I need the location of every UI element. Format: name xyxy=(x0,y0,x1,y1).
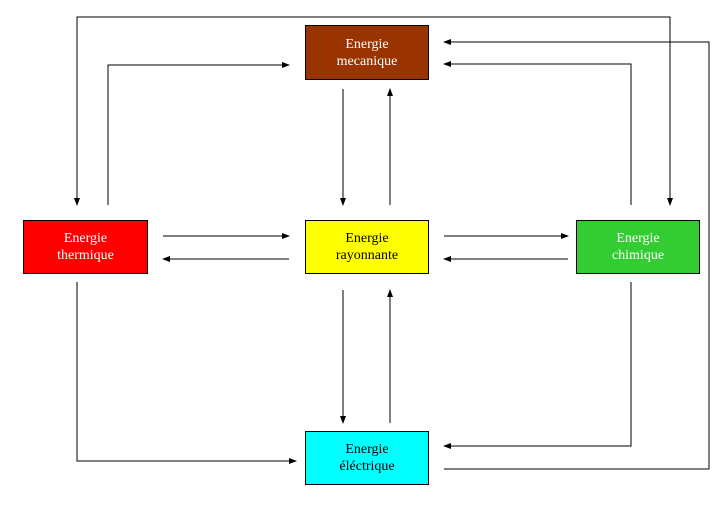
node-label-line2: éléctrique xyxy=(339,459,395,474)
arrow-chimique-to-mecanique xyxy=(443,61,632,205)
node-energie-rayonnante: Energie rayonnante xyxy=(305,220,429,274)
arrow-thermique-to-mecanique xyxy=(107,62,290,205)
node-energie-mecanique: Energie mecanique xyxy=(305,25,429,80)
node-label-line1: Energie xyxy=(345,36,389,52)
node-label-line1: Energie xyxy=(616,231,660,246)
node-label-line2: mecanique xyxy=(336,53,398,69)
node-label-line1: Energie xyxy=(345,442,389,457)
node-label-line2: chimique xyxy=(611,248,665,263)
arrow-mecanique-to-chimique xyxy=(667,41,700,206)
node-label-line1: Energie xyxy=(345,231,389,246)
node-energie-thermique: Energie thermique xyxy=(23,220,148,274)
arrow-mecanique-to-thermique xyxy=(74,16,671,206)
arrow-electrique-to-mecanique xyxy=(444,41,710,470)
node-label-line2: rayonnante xyxy=(335,248,399,263)
node-label-line2: thermique xyxy=(57,248,114,263)
node-label-line1: Energie xyxy=(63,231,108,246)
node-energie-chimique: Energie chimique xyxy=(576,220,700,274)
node-energie-electrique: Energie éléctrique xyxy=(305,431,429,485)
arrow-chimique-to-electrique xyxy=(443,282,632,449)
arrow-thermique-to-electrique xyxy=(76,282,297,464)
